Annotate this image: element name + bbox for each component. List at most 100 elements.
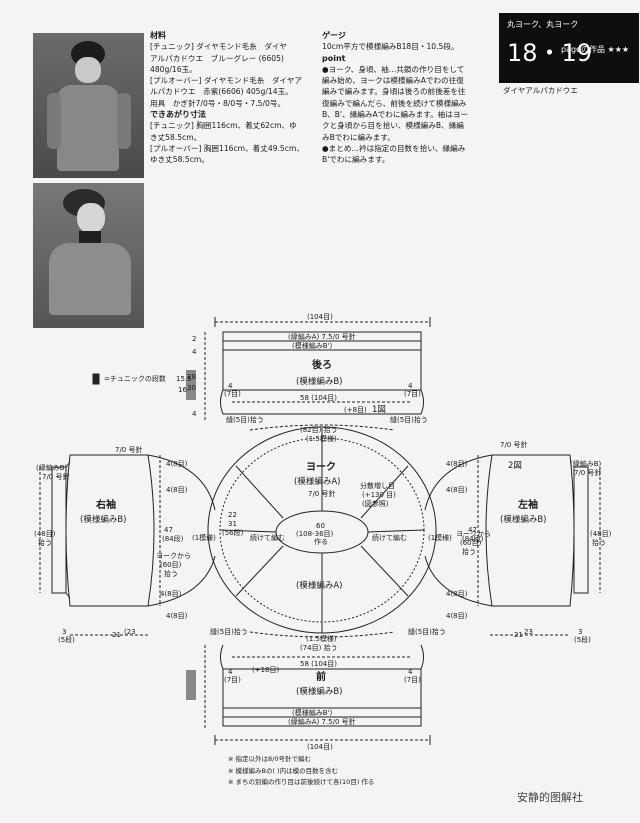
side3-right: 3 xyxy=(578,628,583,636)
back-7-right: (7目) xyxy=(404,390,421,398)
front-title: 前 xyxy=(316,672,326,683)
materials-heading: 材料 xyxy=(150,31,166,40)
point-line: クと身頃から目を拾い、模様編みB、縁編 xyxy=(322,121,464,131)
seam-back-right: 縫(5目)拾う xyxy=(390,416,428,424)
yoke-from-right-pick: 拾う xyxy=(462,548,476,556)
front-4-right: 4 xyxy=(408,668,413,676)
pick-8-h: 4(8目) xyxy=(446,590,468,598)
header-title: 丸ヨーク、丸ヨーク xyxy=(507,20,579,29)
yoke-pattern-2: (模様編みA) xyxy=(296,581,343,591)
header-suffix: pageの作品 ★★★ xyxy=(561,45,630,54)
back-4-left: 4 xyxy=(228,382,233,390)
pitch-label-a: (1.5模様) xyxy=(306,435,337,443)
watermark-text: 安静的图解社 xyxy=(517,791,583,804)
back-title: 後ろ xyxy=(312,360,332,371)
back-pattern: (模様編みB) xyxy=(296,377,343,387)
right-sleeve-pattern: (模様編みB) xyxy=(80,515,127,525)
model-photo-tunic xyxy=(33,33,144,178)
point-heading: point xyxy=(322,53,346,63)
materials-line: [チュニック] ダイヤモンド毛糸 ダイヤ xyxy=(150,42,287,52)
sleeve-48-left-pick: 拾う xyxy=(38,539,52,547)
side-30: 30 xyxy=(187,384,196,392)
pitch-label-b: (1.5模様) xyxy=(306,635,337,643)
point-line: 復編みで編んだら、前後を続けて模様編み xyxy=(322,98,467,108)
sleeve-84-right: (84段) xyxy=(462,535,484,543)
sleeve-21-left: 21 xyxy=(112,631,121,639)
back-width-label: (104目) xyxy=(307,313,333,321)
neck-60: 60 xyxy=(316,522,325,530)
materials-line: 480g/16玉。 xyxy=(150,64,197,74)
gauge-heading: ゲージ xyxy=(322,31,346,40)
point-line: B'でわに編みます。 xyxy=(322,155,390,165)
yoke-31: 31 xyxy=(228,520,237,528)
gauge-block: ゲージ 10cm平方で模様編みB18目・10.5段。 point ●ヨーク、身頃… xyxy=(322,30,492,166)
yoke-title: ヨーク xyxy=(306,462,336,473)
sleeve-21-right: 21 xyxy=(514,631,523,639)
yoke-pattern: (模様編みA) xyxy=(294,477,341,487)
mod1-left: (1模様) xyxy=(192,534,216,542)
model-photo-pullover xyxy=(33,183,144,328)
neck-make: 作る xyxy=(314,538,328,546)
seam-back-left: 縫(5目)拾う xyxy=(226,416,264,424)
front-pattern-bprime-label: (模様編みB') xyxy=(292,709,333,717)
pick-8-a: 4(8目) xyxy=(166,460,188,468)
inc-note: 分散増し目 xyxy=(360,482,395,490)
sleeve-47-right: 47 xyxy=(468,526,477,534)
yoke-from-left: ヨークから xyxy=(156,552,191,560)
left-sleeve-title: 左袖 xyxy=(518,500,538,511)
pick-8-d: 4(8目) xyxy=(160,590,182,598)
materials-line: [プルオーバー] ダイヤモンド毛糸 ダイヤア xyxy=(150,76,303,86)
neck-108: (108-36目) xyxy=(296,530,334,538)
cont-right: 続けて編む xyxy=(372,534,407,542)
size-heading: できあがり寸法 xyxy=(150,110,206,120)
back-pattern-bprime-label: (模様編みB') xyxy=(292,342,333,350)
sleeve-23-left: (23 xyxy=(124,628,136,636)
side-4b: 4 xyxy=(192,410,197,418)
header-pages: 18・19 xyxy=(507,39,593,67)
side-28: 28 xyxy=(187,373,196,381)
point-line: B、B'、縁編みAでわに編みます。袖はヨー xyxy=(322,110,469,120)
note-line: ※ まちの別編の作り目は前後続けて各(10目) 作る xyxy=(228,778,375,786)
yoke-from-left-60: (60目) xyxy=(160,561,182,569)
needle-left-sleeve: 7/0 号針 xyxy=(500,441,528,449)
back-plus8: (+8目) xyxy=(344,406,367,414)
sleeve-23-right: 23 xyxy=(524,628,533,636)
sleeve-84-left: (84段) xyxy=(162,535,184,543)
sleeve-edge-b-right-needle: 7/0 号針 xyxy=(574,469,602,477)
back-58-label: 58 (104目) xyxy=(300,394,337,402)
side-155: 15.5 xyxy=(176,375,192,383)
yoke-needle: 7/0 号針 xyxy=(308,490,336,498)
point-line: ●ヨーク、身頃、袖…共鎖の作り目をして xyxy=(322,64,465,74)
point-line: 編み始め、ヨークは模様編みAでわの往復 xyxy=(322,76,464,86)
fig2-label: 2図 xyxy=(508,461,522,471)
page-header-box: 丸ヨーク、丸ヨーク 18・19 pageの作品 ★★★ xyxy=(499,13,639,83)
seam-front-left: 縫(5目)拾う xyxy=(210,628,248,636)
sleeve-48-right: (48目) xyxy=(590,530,612,538)
front-4-left: 4 xyxy=(228,668,233,676)
materials-line: アルパカドウエ ブルーグレー (6605) xyxy=(150,53,284,63)
left-sleeve-pattern: (模様編みB) xyxy=(500,515,547,525)
back-4-right: 4 xyxy=(408,382,413,390)
yarn-label: ダイヤアルパカドウエ xyxy=(503,86,578,95)
note-line: ※ 指定以外は8/0号針で編む xyxy=(228,755,311,763)
yoke-22: 22 xyxy=(228,511,237,519)
needle-right-sleeve: 7/0 号針 xyxy=(115,446,143,454)
front-7-right: (7目) xyxy=(404,676,421,684)
side-2: 2 xyxy=(192,335,197,343)
sleeve-48-right-pick: 拾う xyxy=(592,539,606,547)
pick-8-f: 4(8目) xyxy=(446,486,468,494)
point-line: ●まとめ…衿は指定の目数を拾い、縁編み xyxy=(322,143,466,153)
front-plus18: (+18目) xyxy=(252,666,280,674)
fig1-label: 1図 xyxy=(372,405,386,415)
side5-left: (5段) xyxy=(58,636,75,644)
back-edge-a-label: (縁編みA) 7.5/0 号針 xyxy=(288,333,356,341)
sleeve-edge-b-right: (縁編みB) xyxy=(570,460,602,468)
yoke-from-right-60: (60目) xyxy=(460,539,482,547)
side-4: 4 xyxy=(192,348,197,356)
tools-line: 用具 かぎ針7/0号・8/0号・7.5/0号。 xyxy=(150,98,286,108)
side3-left: 3 xyxy=(62,628,67,636)
point-line: みBでわに編みます。 xyxy=(322,132,395,142)
pick-8-g: 4(8目) xyxy=(446,612,468,620)
seam-front-right: 縫(5目)拾う xyxy=(408,628,446,636)
